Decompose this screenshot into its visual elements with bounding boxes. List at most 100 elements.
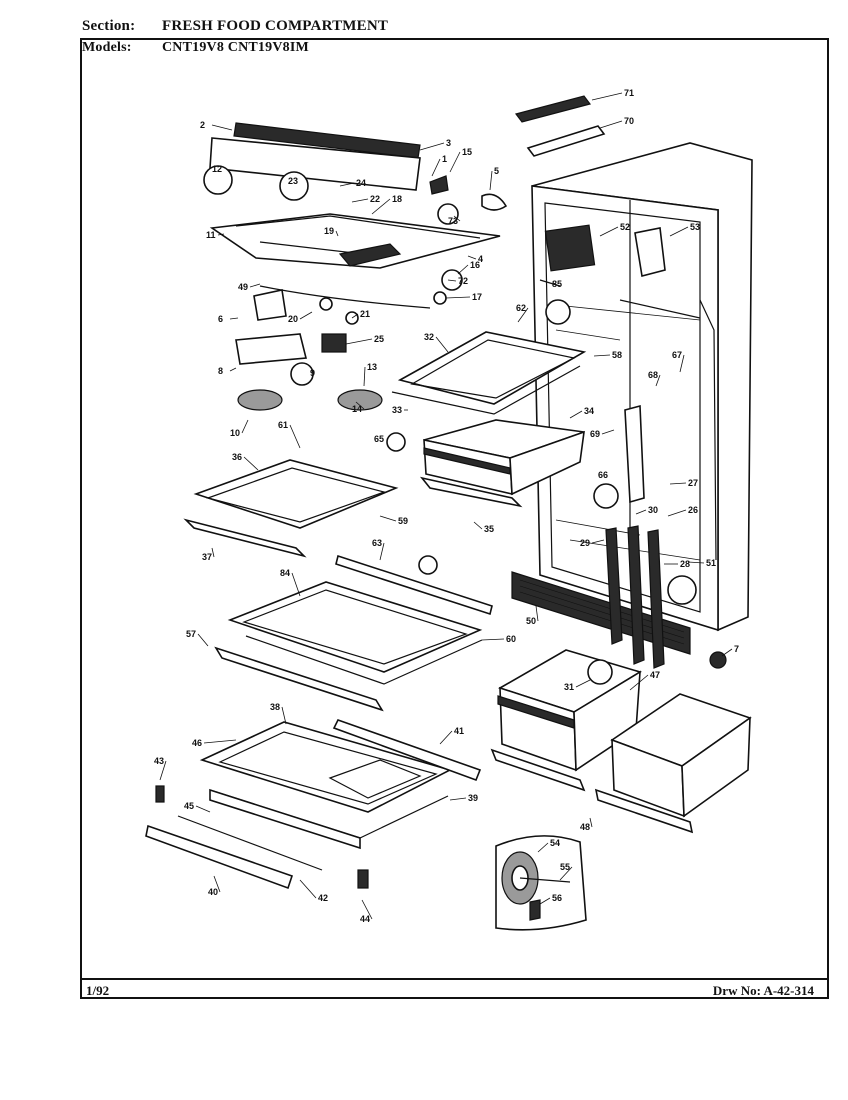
leader-line-25 bbox=[345, 338, 373, 345]
leader-line-61 bbox=[289, 424, 301, 449]
callout-9: 9 bbox=[310, 368, 315, 378]
leader-line-42 bbox=[299, 879, 317, 899]
revision-date: 1/92 bbox=[86, 983, 110, 998]
roller-inset bbox=[495, 835, 587, 931]
callout-67: 67 bbox=[672, 350, 682, 360]
section-label: Section: bbox=[82, 18, 136, 34]
callout-2: 2 bbox=[200, 120, 205, 130]
leader-line-43 bbox=[159, 760, 167, 781]
callout-23: 23 bbox=[288, 176, 298, 186]
leader-line-58 bbox=[593, 354, 611, 357]
callout-14: 14 bbox=[352, 404, 362, 414]
leader-line-53 bbox=[669, 226, 689, 237]
callout-72: 72 bbox=[458, 276, 468, 286]
leader-line-14 bbox=[355, 401, 365, 410]
drawing-number: Drw No: A-42-314 bbox=[712, 983, 814, 998]
leader-line-84 bbox=[291, 572, 301, 597]
top-trim-70 bbox=[526, 125, 606, 157]
leader-line-52 bbox=[599, 226, 619, 237]
leader-line-44 bbox=[361, 899, 373, 920]
callout-52: 52 bbox=[620, 222, 630, 232]
leader-line-35 bbox=[473, 521, 483, 530]
callout-35: 35 bbox=[484, 524, 494, 534]
callout-24: 24 bbox=[356, 178, 366, 188]
callout-34: 34 bbox=[584, 406, 594, 416]
callout-55: 55 bbox=[560, 862, 570, 872]
callout-25: 25 bbox=[374, 334, 384, 344]
leader-line-5 bbox=[489, 170, 493, 191]
callout-62: 62 bbox=[516, 303, 526, 313]
crisper-cover-assembly bbox=[145, 719, 482, 890]
leader-line-49 bbox=[249, 283, 261, 288]
leader-line-21 bbox=[351, 313, 359, 319]
callout-28: 28 bbox=[680, 559, 690, 569]
callout-4: 4 bbox=[478, 254, 483, 264]
callout-53: 53 bbox=[690, 222, 700, 232]
leader-line-32 bbox=[435, 336, 449, 353]
callout-46: 46 bbox=[192, 738, 202, 748]
callout-3: 3 bbox=[446, 138, 451, 148]
leader-line-73 bbox=[453, 215, 461, 222]
callout-59: 59 bbox=[398, 516, 408, 526]
callout-15: 15 bbox=[462, 147, 472, 157]
callout-37: 37 bbox=[202, 552, 212, 562]
callout-26: 26 bbox=[688, 505, 698, 515]
callout-33: 33 bbox=[392, 405, 402, 415]
leader-line-20 bbox=[299, 311, 313, 320]
leader-line-50 bbox=[535, 605, 539, 622]
leader-line-62 bbox=[517, 307, 529, 323]
callout-48: 48 bbox=[580, 822, 590, 832]
callout-66: 66 bbox=[598, 470, 608, 480]
leader-line-6 bbox=[229, 317, 239, 320]
upper-glass-shelf bbox=[391, 331, 587, 415]
leader-line-48 bbox=[589, 817, 593, 828]
leader-line-16 bbox=[457, 264, 469, 275]
callout-36: 36 bbox=[232, 452, 242, 462]
callout-27: 27 bbox=[688, 478, 698, 488]
callout-11: 11 bbox=[206, 230, 216, 240]
callout-21: 21 bbox=[360, 309, 370, 319]
callout-20: 20 bbox=[288, 314, 298, 324]
control-housing bbox=[209, 122, 508, 411]
leader-line-45 bbox=[195, 805, 211, 813]
leader-line-39 bbox=[449, 797, 467, 801]
callout-44: 44 bbox=[360, 914, 370, 924]
leader-line-24 bbox=[339, 182, 355, 187]
leader-line-55 bbox=[559, 866, 573, 881]
leader-line-27 bbox=[669, 482, 687, 485]
callout-58: 58 bbox=[612, 350, 622, 360]
callout-84: 84 bbox=[280, 568, 290, 578]
callout-54: 54 bbox=[550, 838, 560, 848]
mid-shelf bbox=[183, 459, 399, 558]
shelf-rails bbox=[605, 404, 665, 669]
leader-line-54 bbox=[537, 842, 549, 853]
callout-38: 38 bbox=[270, 702, 280, 712]
diagram-frame bbox=[80, 38, 829, 999]
callout-47: 47 bbox=[650, 670, 660, 680]
callout-39: 39 bbox=[468, 793, 478, 803]
leader-line-40 bbox=[213, 875, 221, 893]
leader-line-41 bbox=[439, 730, 453, 745]
callout-13: 13 bbox=[367, 362, 377, 372]
callout-40: 40 bbox=[208, 887, 218, 897]
callout-41: 41 bbox=[454, 726, 464, 736]
callout-12: 12 bbox=[212, 164, 222, 174]
callout-19: 19 bbox=[324, 226, 334, 236]
cabinet-liner bbox=[531, 142, 753, 632]
callout-42: 42 bbox=[318, 893, 328, 903]
leader-line-26 bbox=[667, 509, 687, 517]
callout-17: 17 bbox=[472, 292, 482, 302]
leader-line-11 bbox=[217, 233, 225, 236]
leader-line-7 bbox=[721, 648, 733, 657]
leader-line-51 bbox=[687, 561, 705, 564]
callout-5: 5 bbox=[494, 166, 499, 176]
leader-line-19 bbox=[335, 230, 339, 237]
callout-60: 60 bbox=[506, 634, 516, 644]
leader-line-17 bbox=[445, 296, 471, 299]
models-list: CNT19V8 CNT19V8IM bbox=[162, 40, 309, 55]
callout-68: 68 bbox=[648, 370, 658, 380]
callout-32: 32 bbox=[424, 332, 434, 342]
leader-line-71 bbox=[591, 92, 623, 101]
